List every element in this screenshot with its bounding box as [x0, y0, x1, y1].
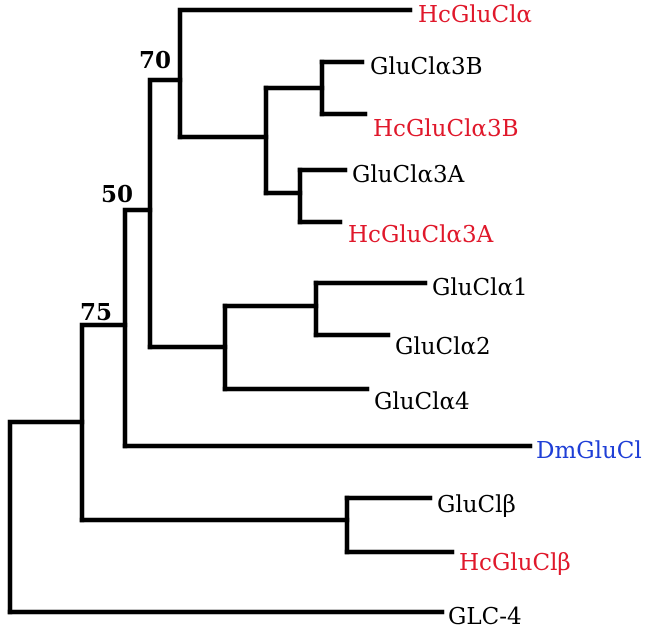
branch-node70: [177, 7, 413, 140]
leaf-label-gluclb: GluClβ: [437, 492, 516, 518]
support-values: 70 50 75: [80, 47, 171, 326]
leaf-label-hcglucla: HcGluClα: [418, 2, 532, 28]
support-value-70: 70: [139, 47, 171, 74]
branch-node50: [122, 207, 153, 449]
leaf-label-glucla3a: GluClα3A: [352, 162, 465, 188]
leaf-label-hcgluclb: HcGluClβ: [459, 550, 571, 576]
leaf-labels: HcGluClα GluClα3B HcGluClα3B GluClα3A Hc…: [348, 2, 642, 630]
tree-branches: [7, 7, 533, 615]
leaf-label-hcglucla3b: HcGluClα3B: [373, 116, 519, 142]
leaf-label-glucla3b: GluClα3B: [370, 54, 483, 80]
branch-root: [7, 419, 85, 615]
leaf-label-glc4: GLC-4: [448, 604, 522, 630]
leaf-label-glucla2: GluClα2: [395, 334, 491, 360]
leaf-label-hcglucla3a: HcGluClα3A: [348, 222, 494, 248]
leaf-label-glucla1: GluClα1: [432, 275, 528, 301]
leaf-label-dmglucl: DmGluCl: [536, 438, 642, 464]
branch-node75: [79, 322, 128, 523]
leaf-label-glucla4: GluClα4: [374, 389, 470, 415]
branch-node70-alpha: [147, 77, 183, 350]
support-value-50: 50: [101, 181, 133, 208]
support-value-75: 75: [80, 299, 112, 326]
